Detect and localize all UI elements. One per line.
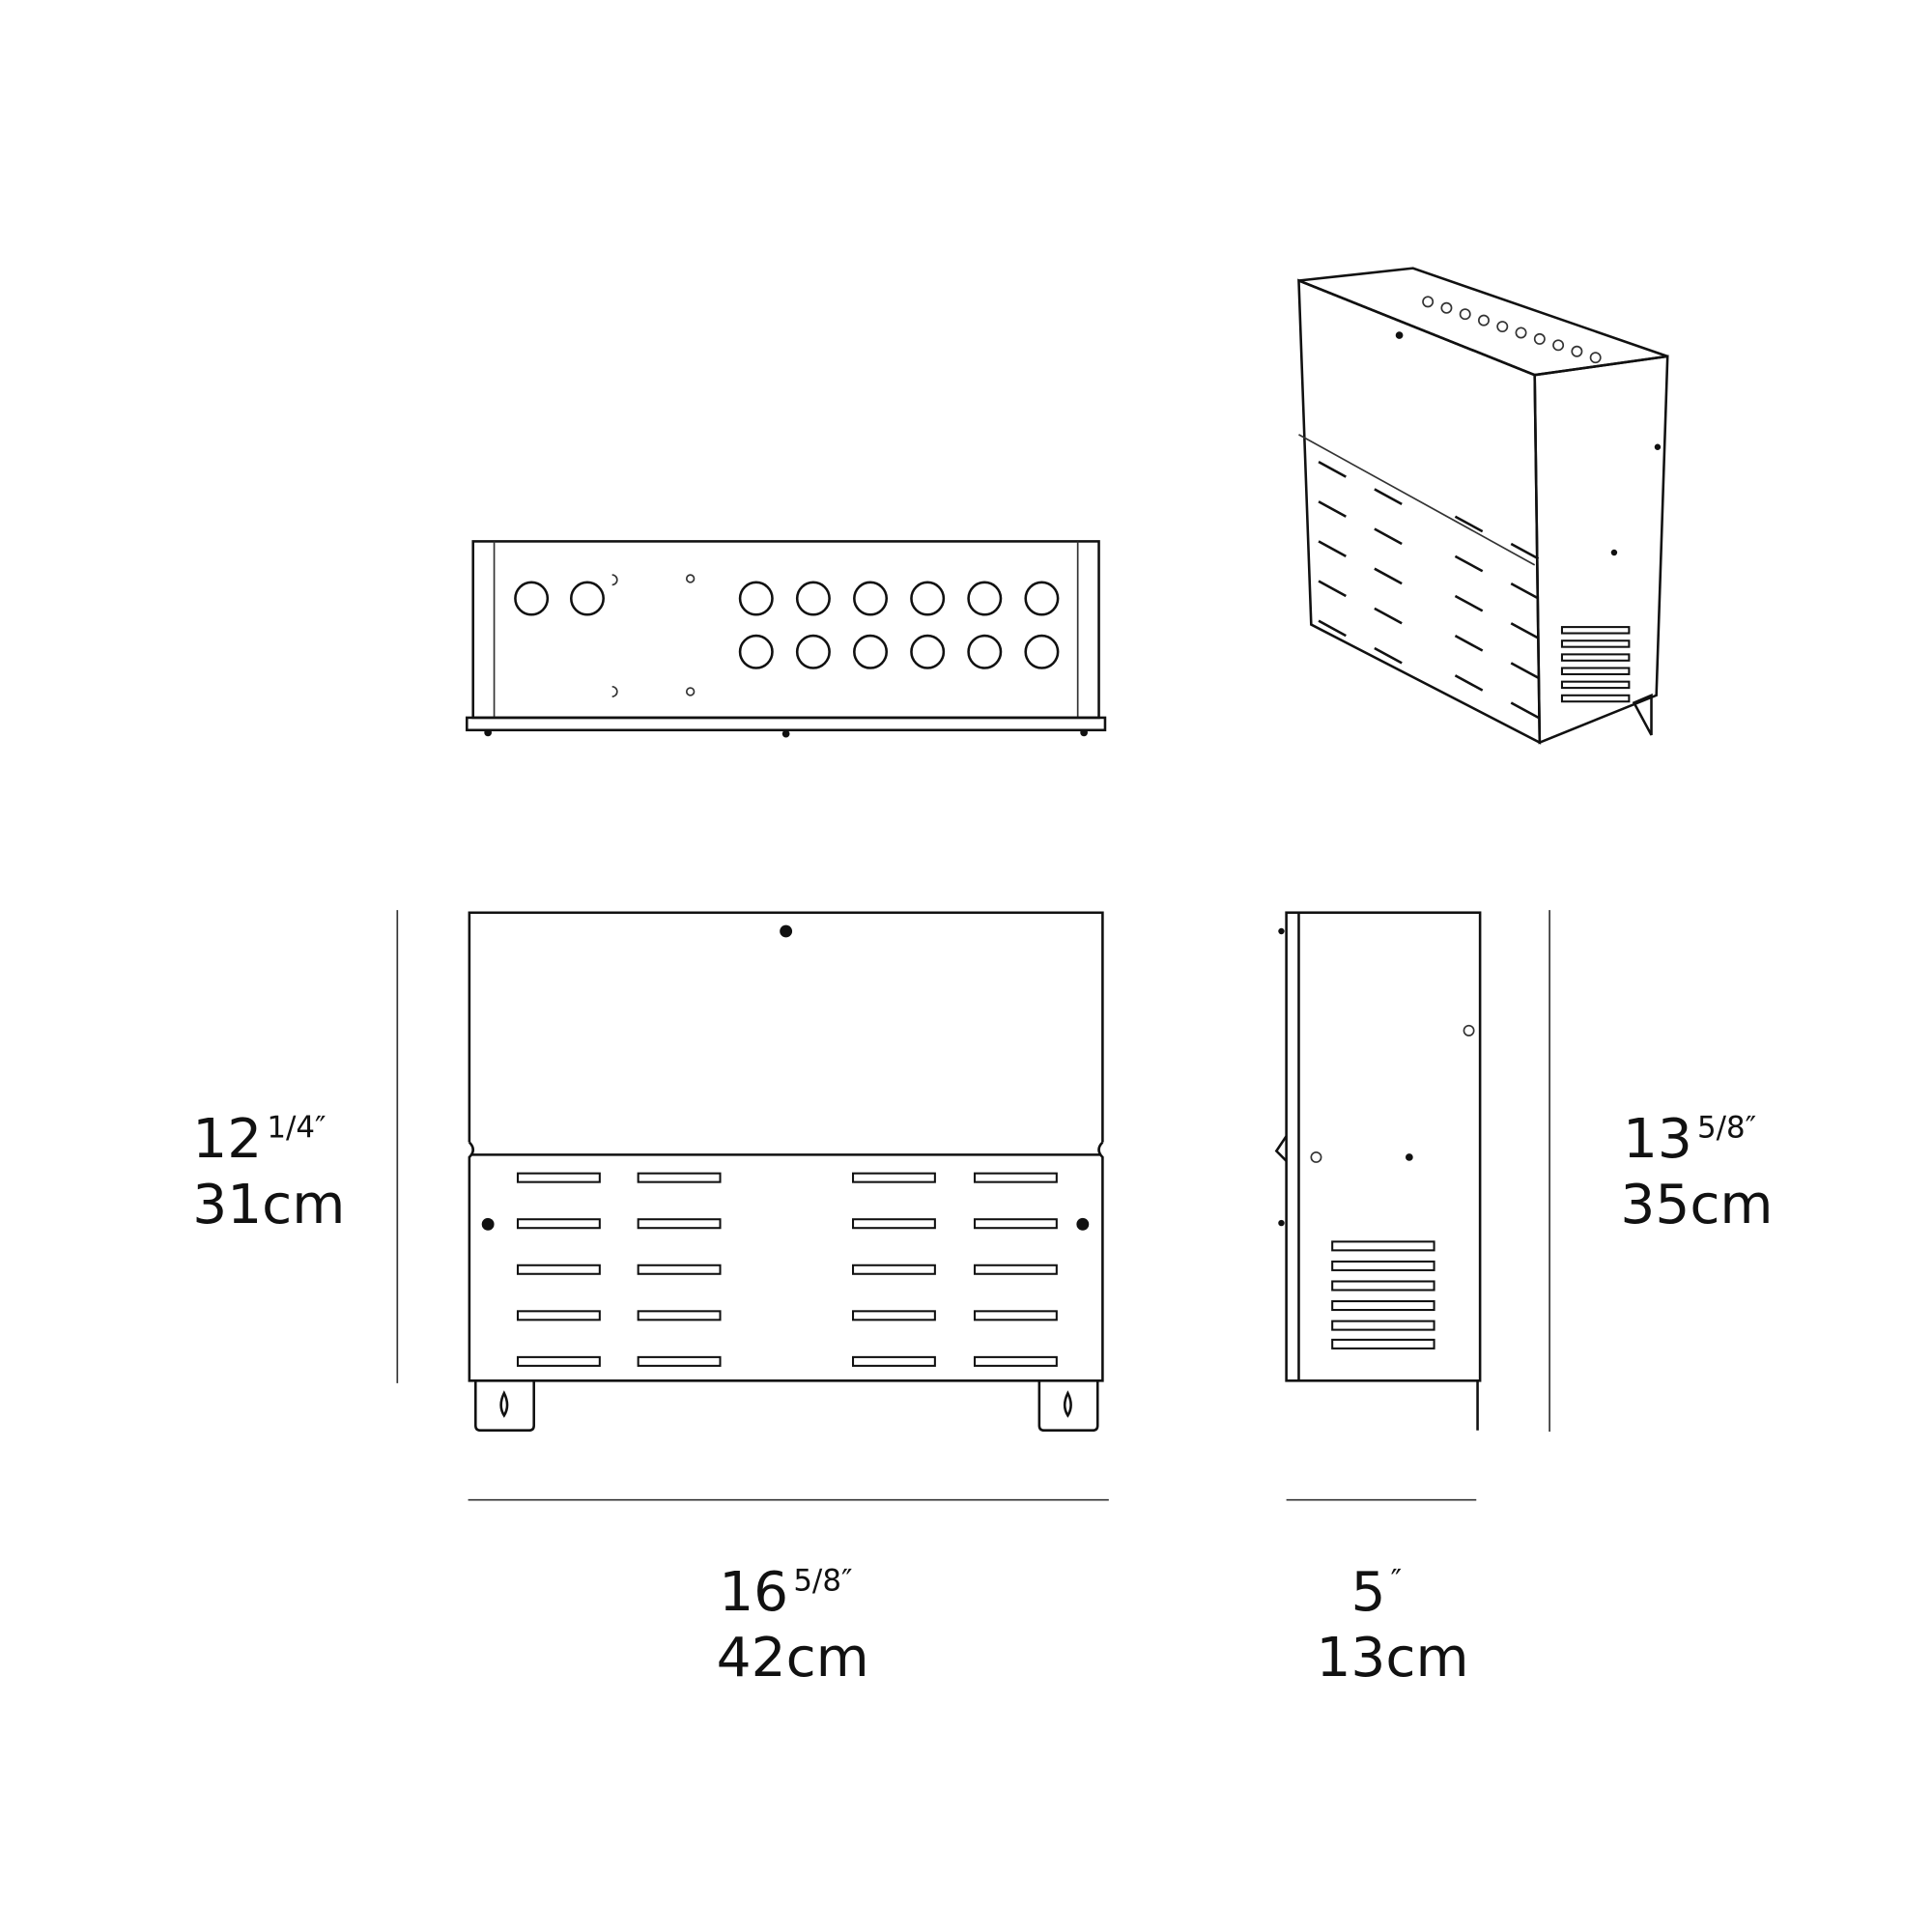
outlet-hole: [853, 634, 889, 669]
vent-slot: [973, 1310, 1058, 1321]
vent-slot: [1510, 622, 1540, 639]
vent-slot: [637, 1310, 722, 1321]
outlet-hole: [795, 634, 831, 669]
vent-slot: [1454, 594, 1484, 612]
vent-slot: [973, 1172, 1058, 1183]
depth-metric: 13cm: [1316, 1627, 1468, 1690]
vent-slot: [1318, 461, 1347, 478]
vent-slot: [1318, 580, 1347, 598]
top-hole: [1571, 345, 1583, 357]
vent-slot: [1331, 1300, 1435, 1312]
top-hole: [1478, 314, 1490, 327]
vent-slot: [1560, 680, 1631, 690]
vent-slot: [852, 1172, 936, 1183]
vent-slot: [1331, 1320, 1435, 1331]
outlet-hole: [1024, 634, 1060, 669]
vent-slot: [852, 1310, 936, 1321]
vent-slot: [1374, 607, 1403, 625]
isometric-view: [1297, 267, 1669, 745]
width-metric: 42cm: [717, 1627, 869, 1690]
top-hole: [1496, 321, 1509, 333]
vent-slot: [973, 1355, 1058, 1367]
vent-slot: [1318, 540, 1347, 557]
vent-slot: [1454, 554, 1484, 573]
top-hole: [1422, 296, 1435, 308]
vent-slot: [1454, 674, 1484, 692]
top-hole: [1515, 327, 1527, 339]
outlet-hole: [738, 634, 774, 669]
outlet-hole: [1024, 581, 1060, 616]
outlet-hole: [967, 581, 1003, 616]
vent-slot: [1374, 567, 1403, 585]
vent-slot: [1331, 1280, 1435, 1292]
vent-slot: [1560, 694, 1631, 703]
vent-slot: [516, 1172, 601, 1183]
outlet-hole: [910, 581, 946, 616]
outlet-hole: [569, 581, 605, 616]
vent-slot: [1331, 1338, 1435, 1350]
vent-slot: [852, 1264, 936, 1275]
top-hole: [1459, 308, 1471, 321]
outlet-hole: [514, 581, 550, 616]
vent-slot: [516, 1218, 601, 1230]
outlet-hole: [910, 634, 946, 669]
vent-slot: [1374, 488, 1403, 505]
vent-slot: [637, 1172, 722, 1183]
front-view: [468, 911, 1104, 1433]
vent-slot: [1454, 515, 1484, 533]
vent-slot: [1510, 542, 1540, 560]
height-front-metric: 31cm: [192, 1174, 345, 1236]
vent-slot: [1454, 634, 1484, 652]
vent-slot: [973, 1264, 1058, 1275]
vent-slot: [1510, 662, 1540, 679]
height-side-metric: 35cm: [1620, 1174, 1773, 1236]
outlet-hole: [967, 634, 1003, 669]
top-view: [466, 540, 1107, 738]
top-hole: [1440, 301, 1453, 314]
vent-slot: [1374, 527, 1403, 546]
vent-slot: [1374, 646, 1403, 665]
outlet-hole: [853, 581, 889, 616]
vent-slot: [516, 1310, 601, 1321]
vent-slot: [1560, 653, 1631, 662]
vent-slot: [637, 1264, 722, 1275]
top-hole: [1552, 339, 1565, 352]
vent-slot: [1318, 619, 1347, 638]
vent-slot: [852, 1218, 936, 1230]
vent-slot: [1331, 1240, 1435, 1252]
vent-slot: [637, 1355, 722, 1367]
depth-imperial: 5″: [1350, 1561, 1402, 1624]
vent-slot: [1331, 1260, 1435, 1271]
vent-slot: [1560, 639, 1631, 648]
outlet-hole: [738, 581, 774, 616]
vent-slot: [973, 1218, 1058, 1230]
top-hole: [1589, 352, 1602, 364]
vent-slot: [516, 1264, 601, 1275]
vent-slot: [516, 1355, 601, 1367]
top-hole: [1533, 332, 1546, 345]
vent-slot: [852, 1355, 936, 1367]
vent-slot: [637, 1218, 722, 1230]
vent-slot: [1510, 701, 1540, 720]
vent-slot: [1560, 626, 1631, 635]
side-view: [1274, 911, 1482, 1431]
outlet-hole: [795, 581, 831, 616]
vent-slot: [1318, 500, 1347, 518]
vent-slot: [1560, 667, 1631, 675]
vent-slot: [1510, 582, 1540, 600]
